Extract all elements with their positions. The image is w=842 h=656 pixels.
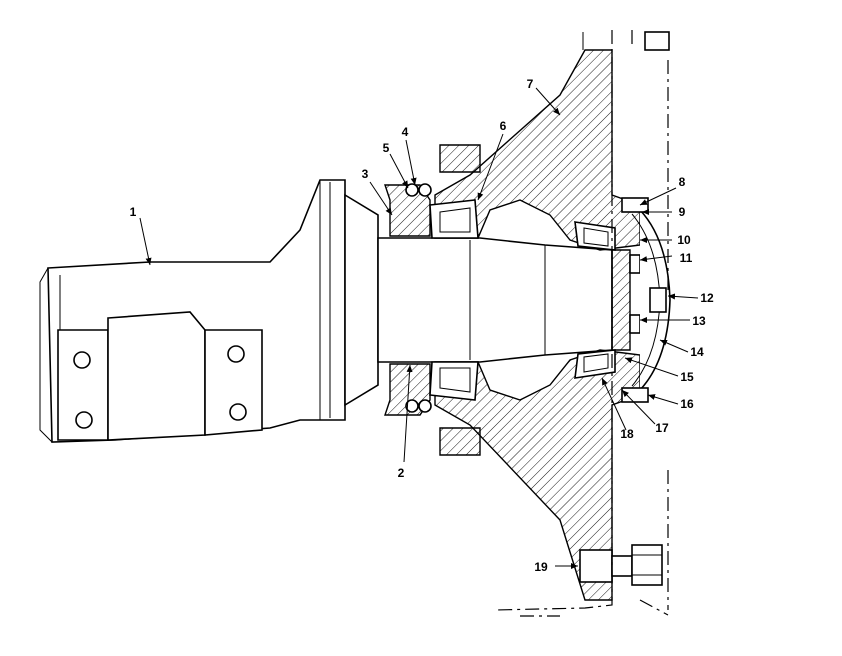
callout-11: 11 [680, 251, 693, 265]
callout-8: 8 [679, 175, 686, 189]
final-drive-housing [39, 179, 379, 443]
housing-flange [344, 193, 379, 407]
callout-4: 4 [402, 125, 409, 139]
callout-7: 7 [527, 77, 534, 91]
hub-lug-top [439, 144, 481, 173]
wheel-stud-19 [579, 544, 663, 586]
callout-14: 14 [690, 345, 704, 359]
mounting-plate-center [107, 311, 206, 441]
callout-15: 15 [680, 370, 694, 384]
callout-9: 9 [679, 205, 686, 219]
callout-10: 10 [677, 233, 691, 247]
callout-2: 2 [398, 466, 405, 480]
seal-carrier-top [384, 184, 431, 237]
spindle [377, 237, 613, 363]
callout-19: 19 [534, 560, 548, 574]
callout-12: 12 [700, 291, 714, 305]
wheel-stud-top [582, 31, 670, 51]
bolt-hole [229, 403, 247, 421]
bolt-hole [227, 345, 245, 363]
bolt-hole [75, 411, 93, 429]
callout-3: 3 [362, 167, 369, 181]
callout-13: 13 [692, 314, 706, 328]
callout-5: 5 [383, 141, 390, 155]
callout-6: 6 [500, 119, 507, 133]
seal-carrier-bottom [384, 363, 431, 416]
callout-1: 1 [130, 205, 137, 219]
callout-16: 16 [680, 397, 694, 411]
callout-18: 18 [620, 427, 634, 441]
hub-casting [384, 49, 641, 601]
hub-lug-bottom [439, 427, 481, 456]
mounting-plate-right [204, 329, 263, 436]
drain-plug [649, 287, 667, 313]
callout-17: 17 [655, 421, 669, 435]
callout-labels: 1 2 3 4 5 6 7 8 9 10 11 12 13 14 15 16 1… [130, 77, 714, 574]
retainer-plate [611, 249, 641, 351]
leader-lines [139, 87, 699, 569]
bolt-hole [73, 351, 91, 369]
inner-bearing [429, 199, 479, 401]
rim-outline [494, 30, 669, 617]
